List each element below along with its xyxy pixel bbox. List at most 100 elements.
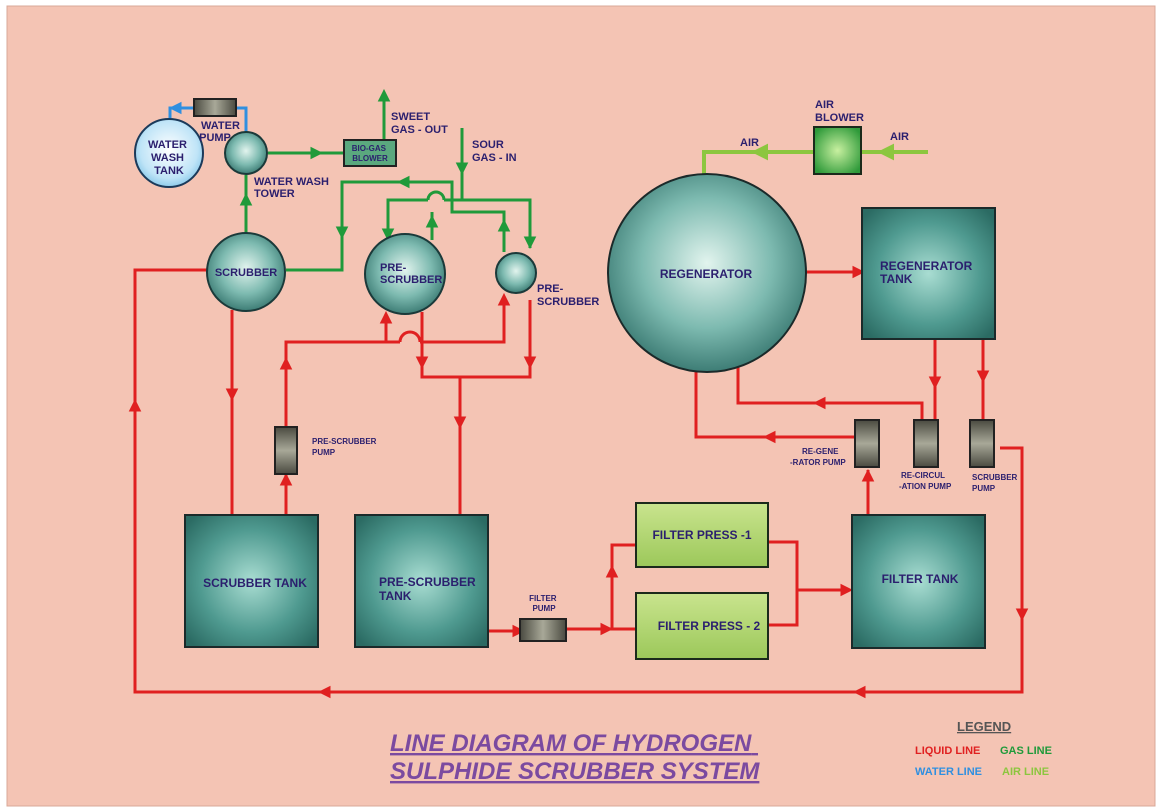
label-line: PRE-: [537, 283, 564, 295]
label-line: -ATION PUMP: [899, 482, 952, 491]
water-line: [236, 106, 248, 132]
label-line: SCRUBBER: [537, 296, 599, 308]
liquid-line: [768, 540, 799, 627]
pre-scrubber-tank: [354, 514, 489, 648]
label-line: TANK: [154, 165, 184, 177]
gas-lines: [239, 88, 537, 272]
water-pump: [193, 98, 237, 117]
legend-liquid-line: LIQUID LINE: [915, 745, 980, 757]
air-lines: [702, 143, 928, 180]
label-line: RE-CIRCUL: [901, 471, 945, 480]
gas-line: [286, 240, 344, 272]
scrubber-label: SCRUBBER: [215, 267, 277, 279]
label-line: REGENERATOR: [880, 259, 973, 273]
label-line: WATER: [201, 120, 240, 132]
legend-gas-line: GAS LINE: [1000, 745, 1052, 757]
filter-pump-label: FILTER PUMP: [529, 594, 559, 613]
legend-heading: LEGEND: [957, 719, 1011, 734]
label-line: GAS - OUT: [391, 124, 448, 136]
air-right-label: AIR: [890, 131, 909, 143]
liquid-crossover: [398, 330, 422, 343]
biogas-blower: [343, 139, 397, 167]
sweet-gas-out-label: SWEET GAS - OUT: [391, 111, 448, 136]
regenerator-tank: [861, 207, 996, 340]
label-line: SCRUBBER: [972, 473, 1018, 482]
label-line: BIO-GAS: [352, 144, 387, 153]
liquid-line: [610, 543, 636, 629]
label-line: RE-GENE: [802, 447, 839, 456]
sour-gas-in-label: SOUR GAS - IN: [472, 139, 517, 164]
filter-press-2-label: FILTER PRESS - 2: [658, 619, 761, 633]
water-lines: [168, 101, 248, 132]
pre-scrubber-1-label: PRE- SCRUBBER: [380, 262, 442, 286]
biogas-blower-label: BIO-GAS BLOWER: [352, 144, 388, 163]
liquid-lines: [128, 265, 1029, 699]
label-line: TANK: [379, 589, 412, 603]
label-line: PUMP: [972, 484, 996, 493]
label-line: PRE-SCRUBBER: [379, 575, 476, 589]
air-left-label: AIR: [740, 137, 759, 149]
regenerator-pump: [854, 419, 880, 468]
gas-line: [340, 180, 506, 252]
filter-press-2: [635, 592, 769, 660]
label-line: FILTER: [529, 594, 557, 603]
scrubber-tank-label: SCRUBBER TANK: [203, 576, 307, 590]
pre-scrubber-2-label: PRE- SCRUBBER: [537, 283, 599, 308]
label-line: PUMP: [199, 132, 231, 144]
label-line: WASH: [151, 152, 184, 164]
label-line: -RATOR PUMP: [790, 458, 846, 467]
filter-tank-label: FILTER TANK: [882, 572, 959, 586]
water-wash-tank-label: WATER WASH TANK: [148, 139, 190, 177]
filter-tank: [851, 514, 986, 649]
pre-scrubber-tank-label: PRE-SCRUBBER TANK: [379, 575, 479, 603]
label-line: PRE-SCRUBBER: [312, 437, 377, 446]
label-line: TANK: [880, 272, 913, 286]
scrubber-tank: [184, 514, 319, 648]
legend: LEGEND LIQUID LINE GAS LINE WATER LINE A…: [915, 719, 1052, 778]
water-wash-tower-label: WATER WASH TOWER: [254, 176, 332, 200]
recirculation-pump-label: RE-CIRCUL -ATION PUMP: [899, 471, 952, 491]
diagram-title: LINE DIAGRAM OF HYDROGEN SULPHIDE SCRUBB…: [390, 730, 760, 785]
regenerator-pump-label: RE-GENE -RATOR PUMP: [790, 447, 846, 467]
legend-water-line: WATER LINE: [915, 766, 982, 778]
air-blower-label: AIR BLOWER: [815, 99, 864, 124]
label-line: GAS - IN: [472, 152, 517, 164]
pre-scrubber-pump: [274, 426, 298, 475]
label-line: SWEET: [391, 111, 430, 123]
regenerator-vessel: [607, 173, 807, 373]
title-line: LINE DIAGRAM OF HYDROGEN: [390, 730, 752, 757]
gas-crossover: [426, 190, 446, 201]
liquid-return-loop: [133, 268, 1024, 694]
label-line: BLOWER: [815, 112, 864, 124]
scrubber-pump: [969, 419, 995, 468]
label-line: SOUR: [472, 139, 504, 151]
filter-press-1: [635, 502, 769, 568]
scrubber-vessel: [206, 232, 286, 312]
liquid-line: [284, 340, 400, 426]
water-wash-tower: [224, 131, 268, 175]
filter-pump: [519, 618, 567, 642]
label-line: TOWER: [254, 188, 295, 200]
label-line: WATER WASH: [254, 176, 329, 188]
title-line: SULPHIDE SCRUBBER SYSTEM: [390, 758, 760, 785]
regenerator-label: REGENERATOR: [660, 267, 753, 281]
label-line: SCRUBBER: [380, 274, 442, 286]
air-blower: [813, 126, 862, 175]
label-line: BLOWER: [352, 154, 388, 163]
recirculation-pump: [913, 419, 939, 468]
label-line: PRE-: [380, 262, 407, 274]
pre-scrubber-vessel-2: [495, 252, 537, 294]
pre-scrubber-vessel-1: [364, 233, 446, 315]
water-wash-tank: [134, 118, 204, 188]
label-line: AIR: [815, 99, 834, 111]
legend-air-line: AIR LINE: [1002, 766, 1049, 778]
regenerator-tank-label: REGENERATOR TANK: [880, 259, 976, 286]
water-pump-label: WATER PUMP: [199, 120, 243, 144]
pre-scrubber-pump-label: PRE-SCRUBBER PUMP: [312, 437, 379, 457]
label-line: PUMP: [312, 448, 336, 457]
scrubber-pump-label: SCRUBBER PUMP: [972, 473, 1020, 493]
liquid-line: [694, 355, 854, 439]
filter-press-1-label: FILTER PRESS -1: [652, 528, 751, 542]
label-line: PUMP: [532, 604, 556, 613]
